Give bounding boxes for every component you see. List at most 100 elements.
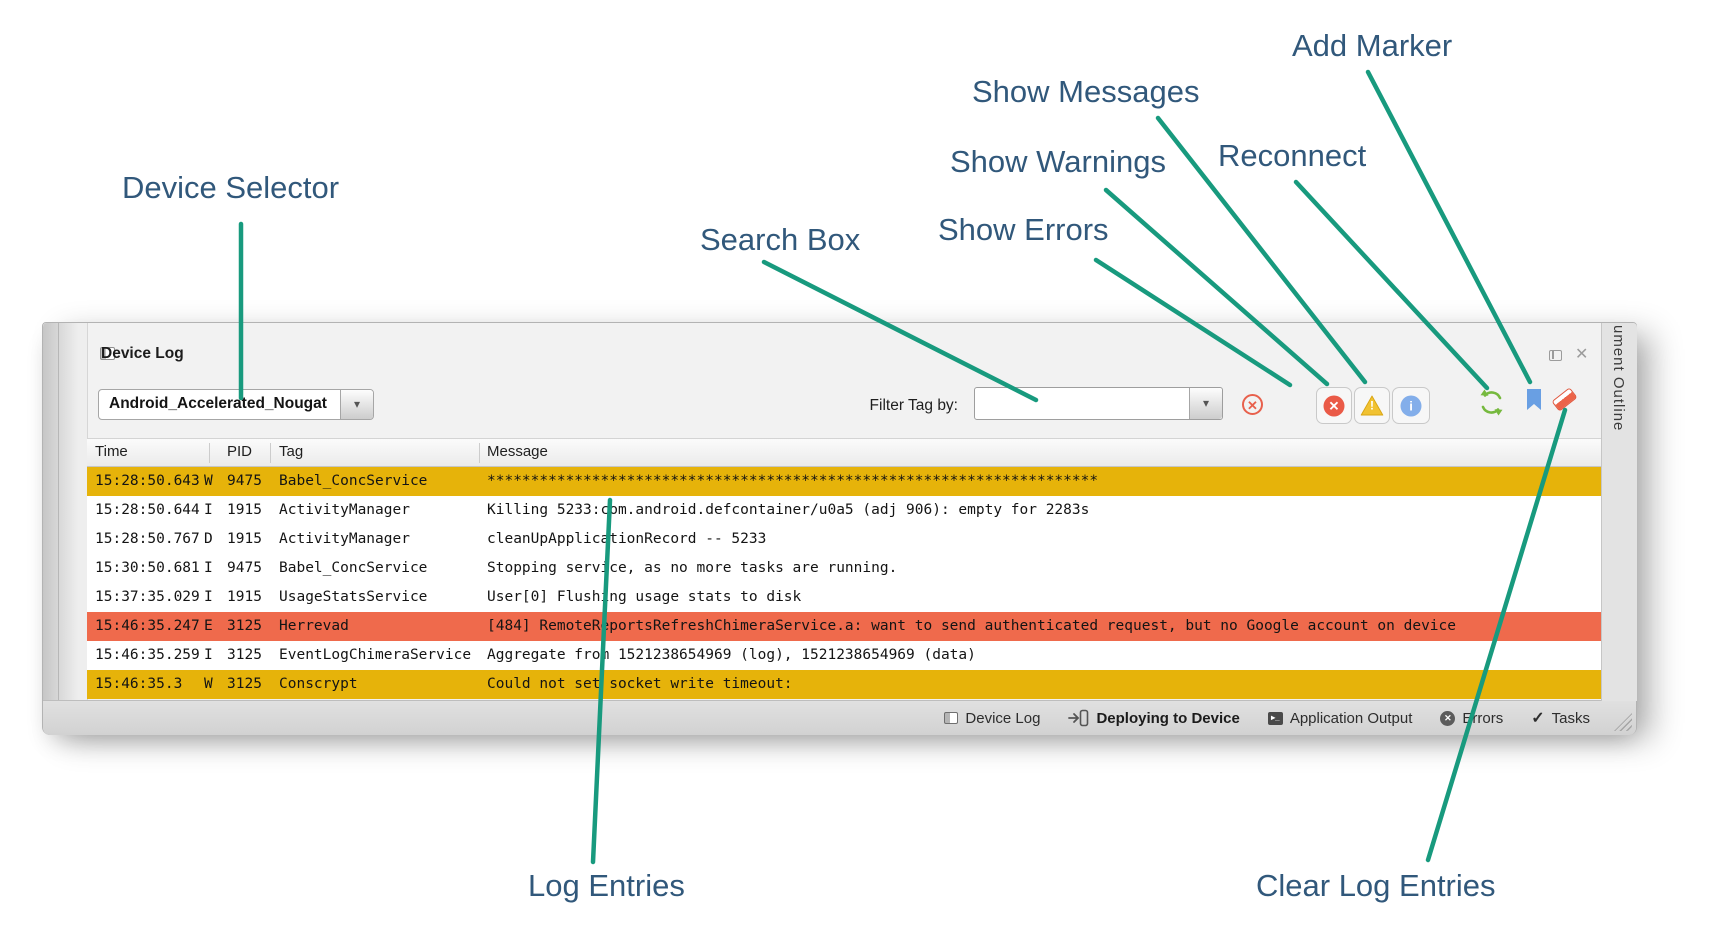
chevron-down-icon: ▾ <box>1202 395 1210 410</box>
log-cell-time: 15:46:35.3 <box>95 676 183 692</box>
clear-filter-icon[interactable]: ✕ <box>1242 394 1263 415</box>
log-cell-tag: ActivityManager <box>279 502 410 518</box>
annotation-reconnect: Reconnect <box>1218 138 1367 173</box>
column-separator <box>209 443 210 463</box>
log-table-header: Time PID Tag Message <box>87 438 1601 467</box>
device-log-panel: Device Log ✕ Android_Accelerated_Nougat … <box>42 322 1637 735</box>
log-cell-tag: Babel_ConcService <box>279 560 428 576</box>
log-cell-msg: [484] RemoteReportsRefreshChimeraService… <box>487 618 1457 634</box>
log-cell-msg: Stopping service, as no more tasks are r… <box>487 560 898 576</box>
column-header-message[interactable]: Message <box>487 443 548 460</box>
column-header-time[interactable]: Time <box>95 443 128 460</box>
column-separator <box>270 443 271 463</box>
log-cell-time: 15:46:35.247 <box>95 618 200 634</box>
log-cell-pid: 1915 <box>227 589 262 605</box>
status-item-deploying-to-device[interactable]: Deploying to Device <box>1068 709 1240 727</box>
column-header-tag[interactable]: Tag <box>279 443 304 460</box>
add-marker-button[interactable] <box>1526 389 1542 411</box>
log-cell-tag: Conscrypt <box>279 676 358 692</box>
log-cell-lvl: I <box>204 647 213 663</box>
deploy-to-device-icon <box>1068 709 1089 727</box>
device-selector-dropdown[interactable]: Android_Accelerated_Nougat ▾ <box>98 389 374 420</box>
log-cell-lvl: I <box>204 502 213 518</box>
show-errors-button[interactable]: ✕ <box>1316 387 1352 424</box>
annotation-show-messages: Show Messages <box>972 74 1200 109</box>
output-pane-status-bar: Device Log Deploying to Device ▸_ Applic… <box>43 700 1636 735</box>
info-circle-icon: i <box>1400 395 1422 416</box>
panel-title: Device Log <box>101 345 184 362</box>
log-cell-pid: 1915 <box>227 502 262 518</box>
panel-window-controls: ✕ <box>1549 346 1609 365</box>
panel-left-gutter-line <box>58 323 59 701</box>
resize-grip[interactable] <box>1614 713 1632 731</box>
log-cell-tag: EventLogChimeraService <box>279 647 472 663</box>
error-circle-icon: ✕ <box>1323 395 1345 416</box>
log-cell-pid: 9475 <box>227 473 262 489</box>
log-cell-lvl: I <box>204 560 213 576</box>
log-cell-time: 15:28:50.767 <box>95 531 200 547</box>
log-cell-lvl: I <box>204 589 213 605</box>
log-cell-pid: 1915 <box>227 531 262 547</box>
filter-tag-input[interactable] <box>977 390 1186 417</box>
status-item-label: Device Log <box>965 709 1041 727</box>
annotation-show-errors: Show Errors <box>938 212 1109 247</box>
status-item-application-output[interactable]: ▸_ Application Output <box>1267 709 1413 727</box>
column-separator <box>479 443 480 463</box>
annotation-search-box: Search Box <box>700 222 861 257</box>
warning-triangle-icon: ! <box>1360 394 1384 416</box>
log-cell-tag: ActivityManager <box>279 531 410 547</box>
reconnect-button[interactable] <box>1478 389 1505 416</box>
log-cell-time: 15:30:50.681 <box>95 560 200 576</box>
log-cell-time: 15:28:50.644 <box>95 502 200 518</box>
close-icon[interactable]: ✕ <box>1575 346 1589 363</box>
clear-log-button[interactable] <box>1551 387 1578 412</box>
log-cell-lvl: D <box>204 531 213 547</box>
reconnect-arrows-icon <box>1480 389 1503 416</box>
log-cell-tag: UsageStatsService <box>279 589 428 605</box>
annotation-clear-log-entries: Clear Log Entries <box>1256 868 1496 903</box>
annotation-log-entries: Log Entries <box>528 868 685 903</box>
log-cell-pid: 3125 <box>227 676 262 692</box>
document-outline-strip[interactable]: ument Outline <box>1601 323 1637 701</box>
status-item-label: Errors <box>1462 709 1504 727</box>
error-circle-icon: ✕ <box>1440 710 1456 726</box>
device-selector-arrow-button[interactable]: ▾ <box>340 390 373 419</box>
filter-tag-combo[interactable]: ▾ <box>974 387 1223 420</box>
status-item-label: Application Output <box>1289 709 1413 727</box>
status-item-label: Deploying to Device <box>1096 709 1240 727</box>
log-cell-tag: Herrevad <box>279 618 349 634</box>
annotation-add-marker: Add Marker <box>1292 28 1453 63</box>
log-cell-pid: 3125 <box>227 618 262 634</box>
terminal-icon: ▸_ <box>1267 711 1283 725</box>
restore-pane-icon[interactable] <box>1549 350 1562 361</box>
filter-tag-label: Filter Tag by: <box>869 397 958 414</box>
filter-tag-arrow-button[interactable]: ▾ <box>1189 388 1222 419</box>
status-item-label: Tasks <box>1551 709 1590 727</box>
chevron-down-icon: ▾ <box>353 396 361 411</box>
annotation-show-warnings: Show Warnings <box>950 144 1166 179</box>
document-outline-label: ument Outline <box>1610 325 1627 432</box>
log-cell-time: 15:46:35.259 <box>95 647 200 663</box>
status-item-errors[interactable]: ✕ Errors <box>1440 710 1503 727</box>
log-cell-msg: ****************************************… <box>487 473 1099 489</box>
device-selector-value: Android_Accelerated_Nougat <box>109 395 327 412</box>
status-item-device-log[interactable]: Device Log <box>944 710 1040 727</box>
column-header-pid[interactable]: PID <box>227 443 253 460</box>
log-cell-msg: cleanUpApplicationRecord -- 5233 <box>487 531 767 547</box>
show-warnings-button[interactable]: ! <box>1354 387 1390 424</box>
pane-split-icon <box>944 712 959 724</box>
annotation-device-selector: Device Selector <box>122 170 340 205</box>
status-item-tasks[interactable]: ✓ Tasks <box>1531 710 1590 727</box>
show-messages-button[interactable]: i <box>1392 387 1430 424</box>
log-cell-lvl: E <box>204 618 213 634</box>
